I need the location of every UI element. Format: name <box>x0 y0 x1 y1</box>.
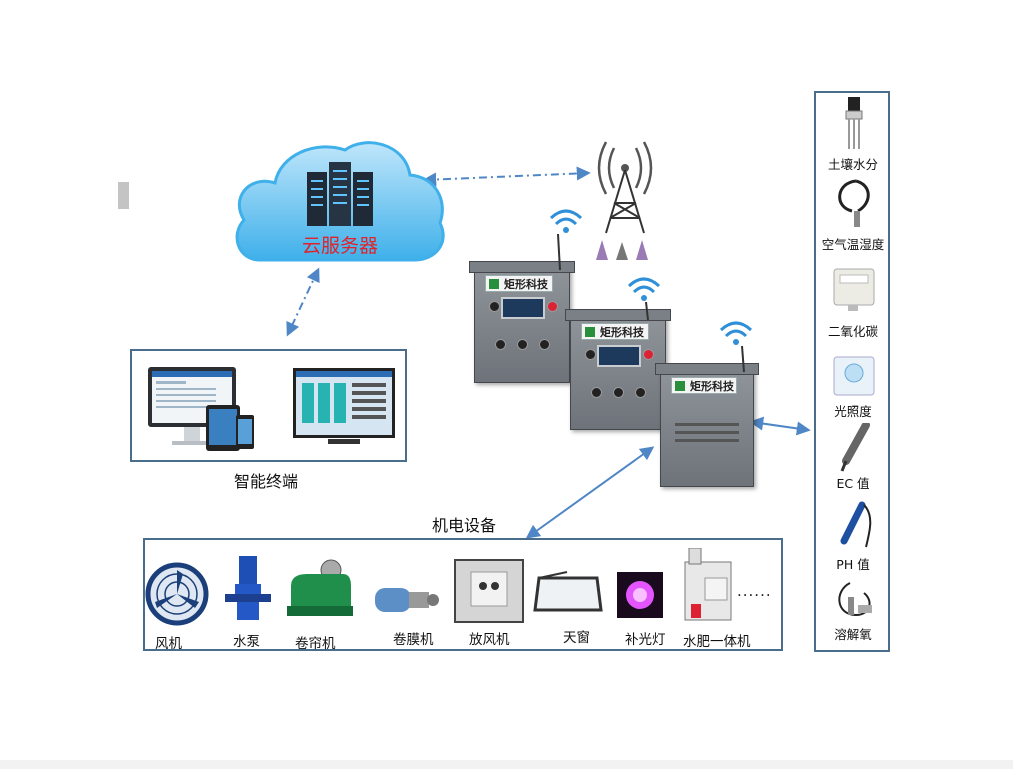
skylight-icon <box>533 571 603 612</box>
cabinet-devices-link <box>525 446 655 539</box>
ventilator-box-icon <box>454 559 524 623</box>
collector-cabinet-3: 矩形科技 <box>655 363 759 487</box>
water-pump-icon <box>225 556 271 620</box>
cabinet-brand-label: 矩形科技 <box>485 275 553 292</box>
fan-icon <box>145 562 209 626</box>
sensor-label-soil-moisture: 土壤水分 <box>827 157 878 172</box>
sensor-label-air-temp-humidity: 空气温湿度 <box>821 237 885 252</box>
cabinet-sensors-link <box>749 416 811 436</box>
soil-moisture-probe-icon <box>845 97 863 149</box>
cloud-terminal-link <box>286 267 320 337</box>
smart-terminal-box <box>130 349 407 462</box>
collector-cabinet-1: 矩形科技 <box>469 261 575 383</box>
bottom-bar <box>0 760 1013 769</box>
sensor-label-co2: 二氧化碳 <box>827 324 878 339</box>
device-label-fertigation: 水肥一体机 <box>683 634 751 650</box>
wifi-signal-icon <box>549 209 583 270</box>
cabinet-brand-label: 矩形科技 <box>581 323 649 340</box>
smart-terminal-caption: 智能终端 <box>234 472 299 491</box>
ec-probe-icon <box>840 423 870 472</box>
light-sensor-icon <box>833 356 875 396</box>
cabinet-brand-label: 矩形科技 <box>671 377 737 394</box>
wifi-signal-icon <box>627 277 661 321</box>
curtain-roller-icon <box>287 559 353 616</box>
devices-more-ellipsis: ...... <box>737 582 772 600</box>
sensor-label-dissolved-oxygen: 溶解氧 <box>834 627 872 642</box>
devices-caption: 机电设备 <box>432 516 497 535</box>
cloud-server: 云服务器 <box>230 135 450 265</box>
ph-probe-icon <box>840 501 872 548</box>
grey-marker <box>118 182 129 209</box>
device-label-fan: 风机 <box>155 636 182 652</box>
cell-tower-icon <box>596 141 653 260</box>
device-label-grow-light: 补光灯 <box>625 632 666 648</box>
device-label-water-pump: 水泵 <box>233 634 260 650</box>
air-temp-humidity-probe-icon <box>838 179 870 227</box>
collector-cabinet-2: 矩形科技 <box>565 309 671 430</box>
fertigation-machine-icon <box>684 548 732 621</box>
sensor-label-ph: PH 值 <box>836 557 870 572</box>
devices-box: 风机 水泵 卷帘机 卷膜机 放风机 天窗 补光灯 水肥 <box>143 538 783 652</box>
cloud-server-label: 云服务器 <box>301 235 378 257</box>
sensor-label-ec: EC 值 <box>836 476 870 491</box>
server-rack-icon <box>307 162 373 226</box>
device-label-curtain-roller: 卷帘机 <box>295 636 336 652</box>
wifi-signal-icon <box>719 321 753 373</box>
tv-dashboard-icon <box>293 368 395 444</box>
sensors-panel: 土壤水分 空气温湿度 二氧化碳 光照度 EC 值 PH 值 溶解氧 <box>814 91 890 652</box>
device-label-skylight: 天窗 <box>563 630 590 646</box>
film-roller-icon <box>375 588 439 612</box>
sensor-label-light: 光照度 <box>834 404 872 419</box>
monitor-tablet-phone-icon <box>148 367 254 451</box>
device-label-ventilator: 放风机 <box>469 632 510 648</box>
grow-light-icon <box>617 572 663 618</box>
co2-sensor-icon <box>833 268 875 311</box>
dissolved-oxygen-probe-icon <box>838 582 872 617</box>
device-label-film-roller: 卷膜机 <box>393 632 434 648</box>
